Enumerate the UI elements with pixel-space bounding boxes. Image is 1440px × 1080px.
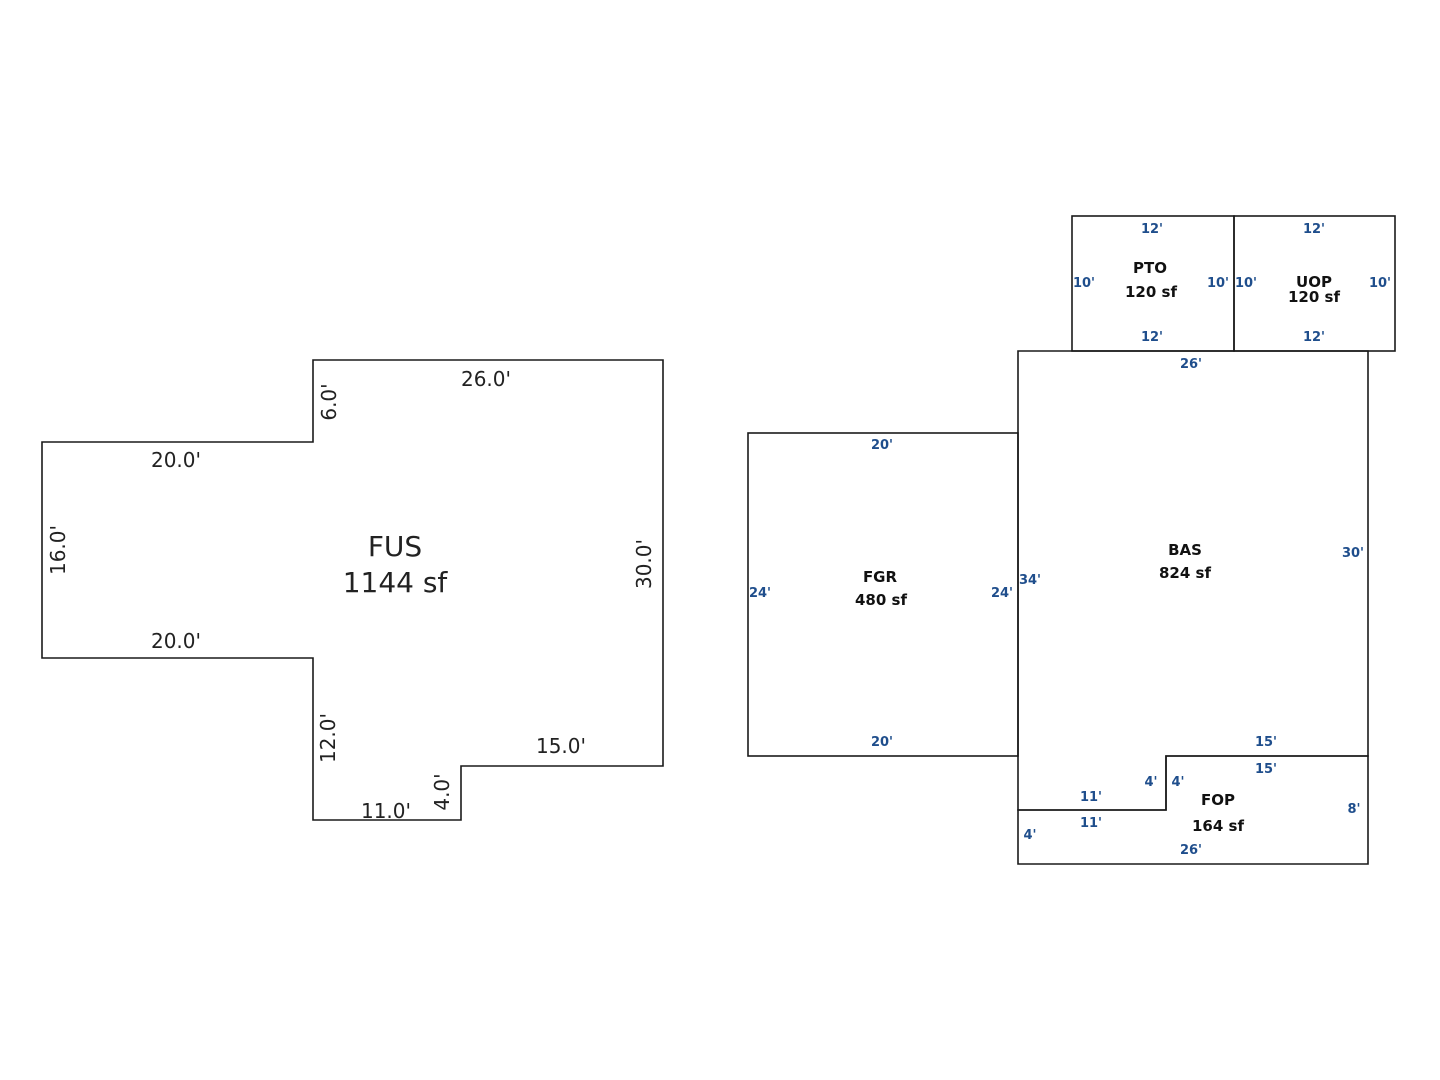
uop-area-value: 120 sf	[1288, 288, 1340, 306]
fop-dim-top-right: 15'	[1255, 762, 1277, 777]
fus-area: FUS 1144 sf 26.0' 6.0' 20.0' 16.0' 20.0'…	[41, 359, 664, 823]
fop-dim-upper-left: 11'	[1080, 790, 1102, 805]
bas-label: BAS	[1168, 541, 1202, 559]
pto-label: PTO	[1133, 259, 1167, 277]
bas-area: BAS 824 sf 26' 34' 30' 15'	[1017, 350, 1369, 811]
fop-dim-bottom: 26'	[1180, 843, 1202, 858]
pto-dim-bottom: 12'	[1141, 330, 1163, 345]
pto-area-value: 120 sf	[1125, 283, 1177, 301]
bas-dim-bottom-right: 15'	[1255, 735, 1277, 750]
pto-dim-top: 12'	[1141, 222, 1163, 237]
pto-dim-right: 10'	[1207, 276, 1229, 291]
fgr-dim-right: 24'	[991, 586, 1013, 601]
fus-dim-bottom-right: 15.0'	[536, 734, 586, 758]
bas-area-value: 824 sf	[1159, 564, 1211, 582]
fop-label: FOP	[1201, 791, 1235, 809]
uop-dim-right: 10'	[1369, 276, 1391, 291]
uop-label: UOP	[1296, 273, 1332, 291]
fus-dim-upper-wing: 20.0'	[151, 448, 201, 472]
uop-dim-left: 10'	[1235, 276, 1257, 291]
uop-area: UOP 120 sf 12' 12' 10' 10'	[1233, 215, 1396, 352]
fgr-area-value: 480 sf	[855, 591, 907, 609]
fgr-area: FGR 480 sf 20' 20' 24' 24'	[747, 432, 1019, 757]
uop-dim-top: 12'	[1303, 222, 1325, 237]
fop-dim-step-left: 4'	[1144, 775, 1157, 790]
fus-dim-lower-step: 12.0'	[316, 713, 340, 763]
fus-dim-bottom-left: 11.0'	[361, 799, 411, 823]
fgr-dim-top: 20'	[871, 438, 893, 453]
bas-dim-right: 30'	[1342, 546, 1364, 561]
bas-dim-top: 26'	[1180, 357, 1202, 372]
fgr-dim-left: 24'	[749, 586, 771, 601]
fus-outline	[41, 359, 664, 821]
fop-dim-lower-left: 11'	[1080, 816, 1102, 831]
fus-area-value: 1144 sf	[343, 566, 449, 599]
fus-dim-left-step: 6.0'	[317, 383, 341, 420]
fop-area: FOP 164 sf 15' 4' 4' 11' 11' 4' 8' 26'	[1017, 755, 1369, 865]
uop-dim-bottom: 12'	[1303, 330, 1325, 345]
fus-dim-notch: 4.0'	[430, 773, 454, 810]
fop-dim-step-right: 4'	[1171, 775, 1184, 790]
pto-area: PTO 120 sf 12' 12' 10' 10'	[1071, 215, 1235, 352]
bas-dim-left: 34'	[1019, 573, 1041, 588]
fop-outline	[1017, 755, 1369, 865]
fgr-dim-bottom: 20'	[871, 735, 893, 750]
fop-dim-right: 8'	[1347, 802, 1360, 817]
fus-label: FUS	[368, 530, 422, 563]
fus-dim-far-left: 16.0'	[46, 525, 70, 575]
fus-dim-top: 26.0'	[461, 367, 511, 391]
pto-dim-left: 10'	[1073, 276, 1095, 291]
fop-area-value: 164 sf	[1192, 817, 1244, 835]
fus-dim-right: 30.0'	[632, 539, 656, 589]
fgr-label: FGR	[863, 568, 898, 586]
fop-dim-left: 4'	[1023, 828, 1036, 843]
fus-dim-lower-wing: 20.0'	[151, 629, 201, 653]
